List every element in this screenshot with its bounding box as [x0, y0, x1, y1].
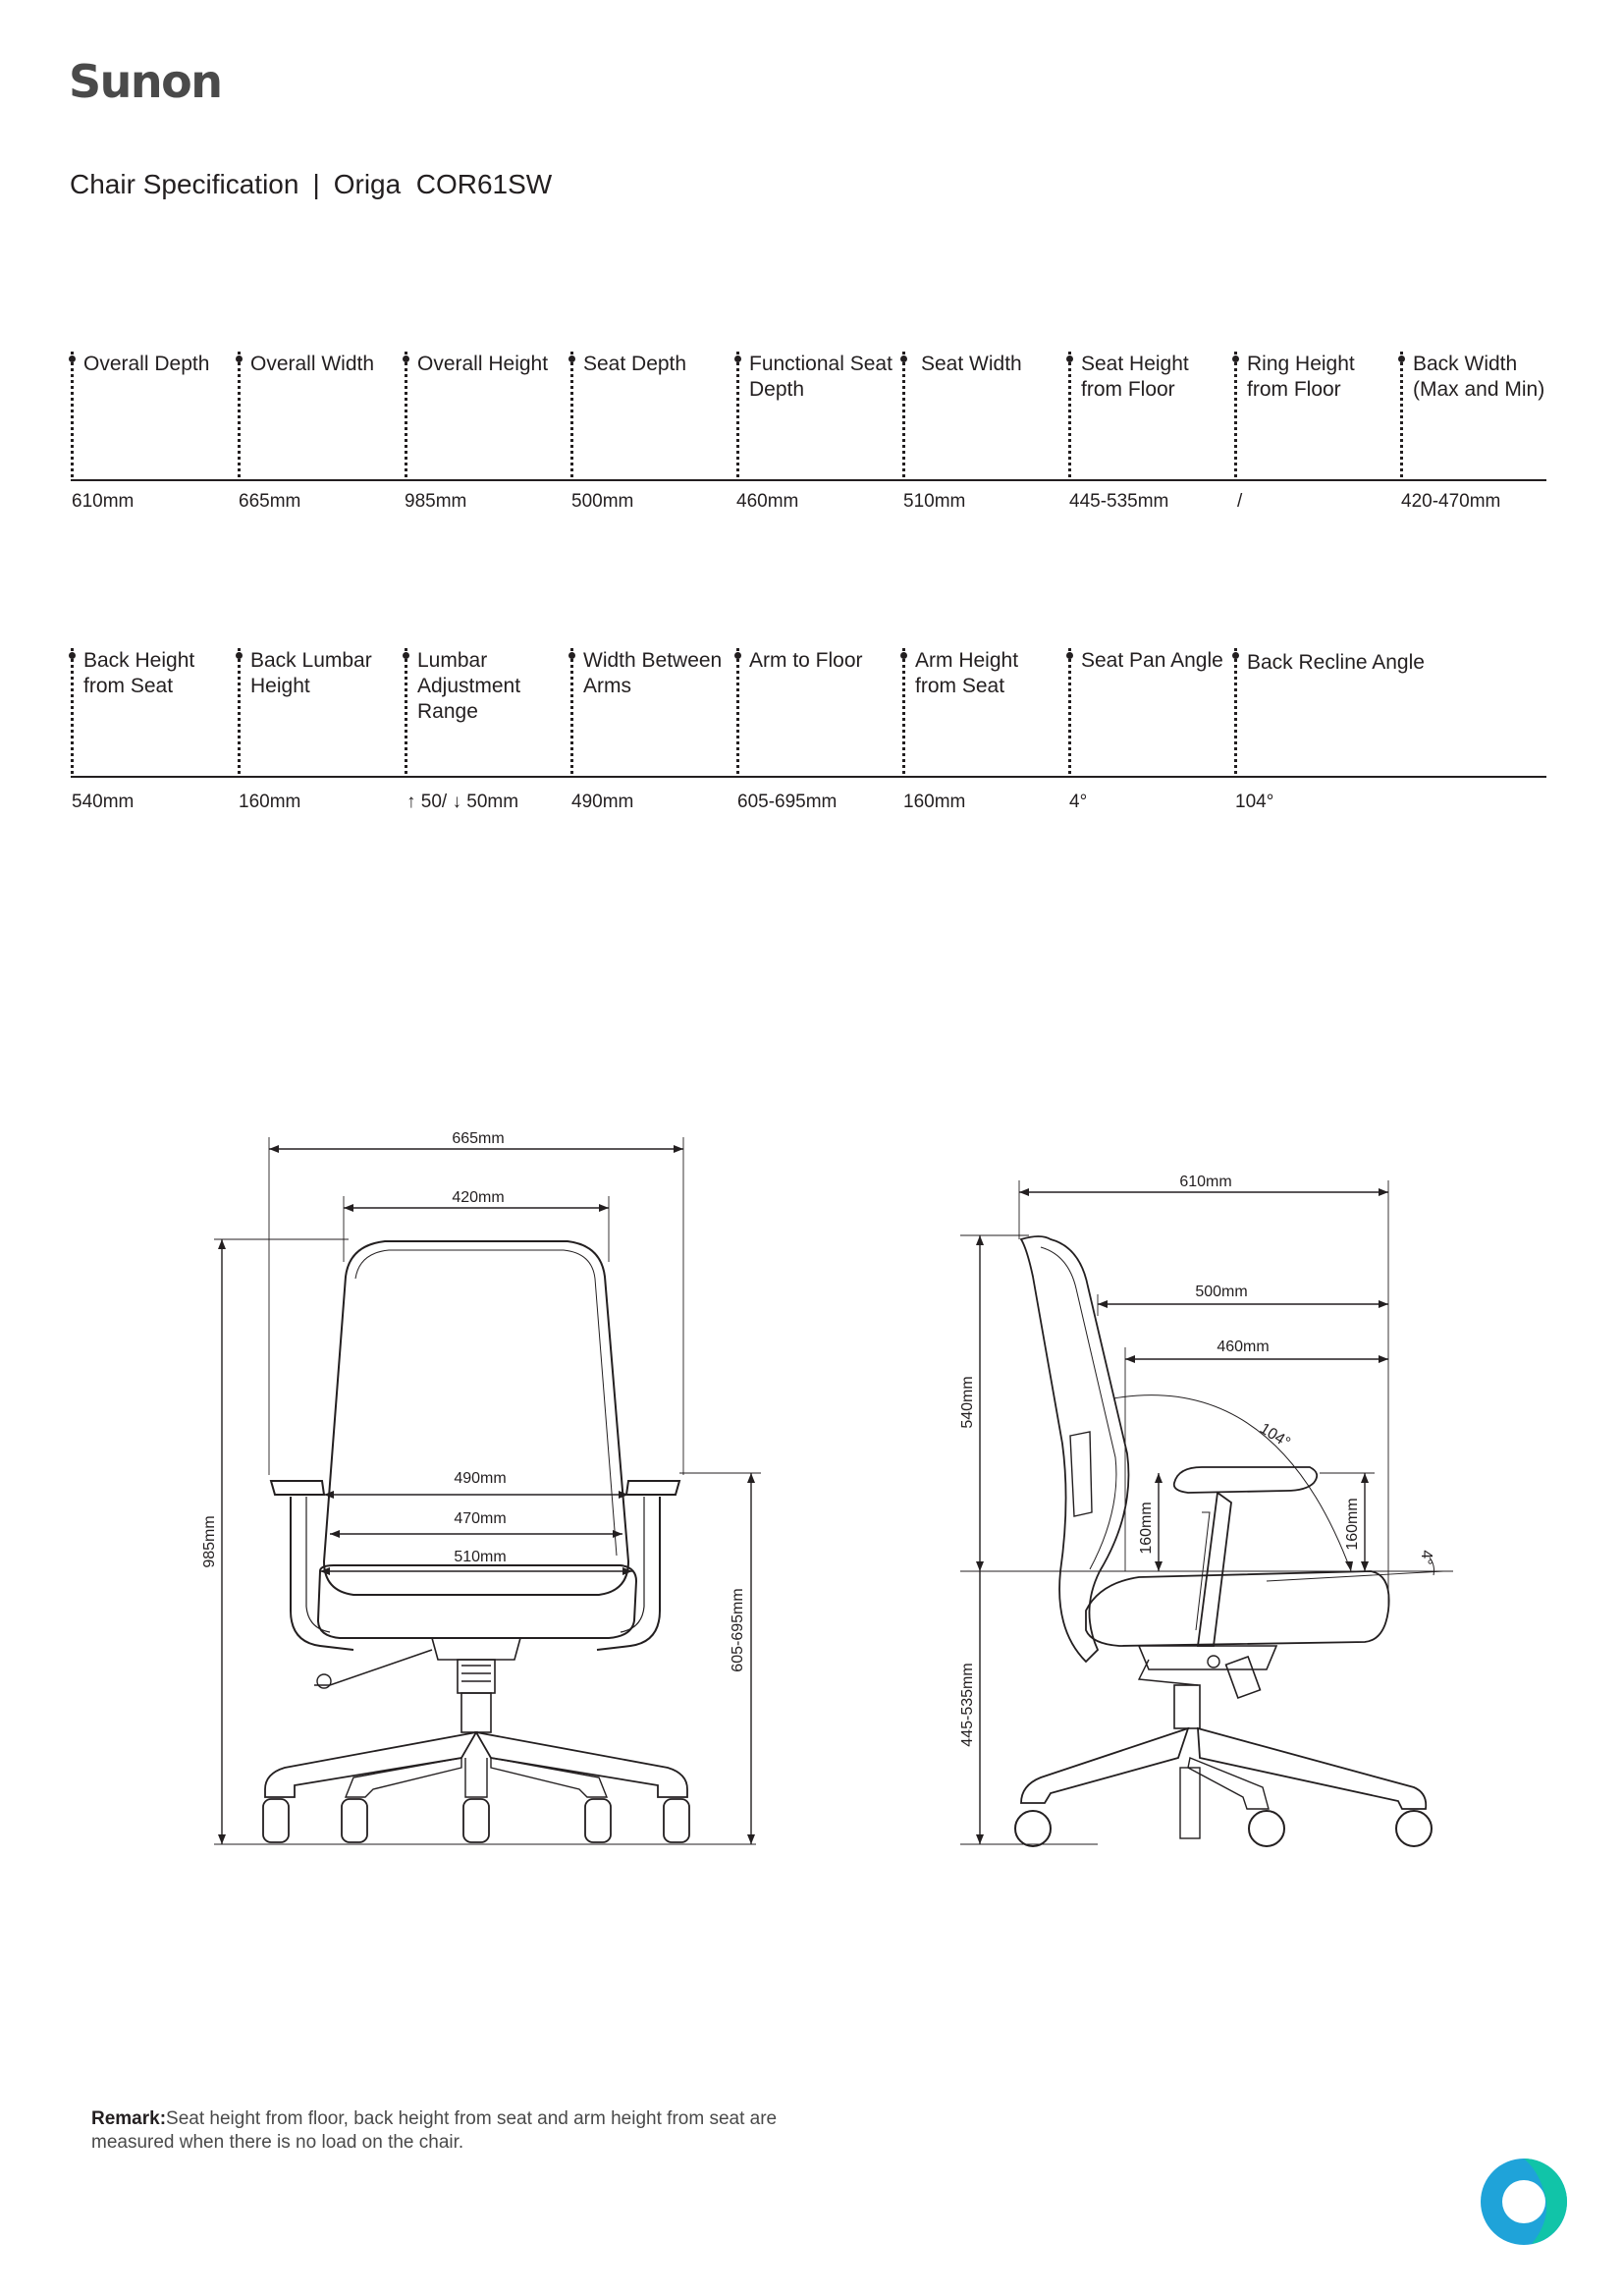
title-separator: |	[312, 169, 320, 199]
spec-value: 605-695mm	[737, 792, 838, 812]
spec-value: 420-470mm	[1401, 491, 1501, 512]
title-left: Chair Specification	[70, 169, 299, 199]
spec-value: 985mm	[405, 491, 467, 512]
dim-arm-to-floor: 605-695mm	[730, 1588, 746, 1671]
side-view-chair	[960, 1180, 1453, 1847]
spec-value: 460mm	[736, 491, 799, 512]
spec-value-row: 540mm 160mm ↑ 50/ ↓ 50mm 490mm 605-695mm…	[71, 778, 1546, 817]
dim-seat-pan-angle: 4°	[1418, 1550, 1434, 1564]
spec-label: Overall Depth	[69, 352, 230, 477]
remark-note: Remark:Seat height from floor, back heig…	[91, 2107, 838, 2155]
brand-mark-icon	[1481, 2159, 1567, 2245]
spec-label: Overall Height	[403, 352, 564, 477]
spec-value: /	[1237, 491, 1243, 512]
dim-back-width: 420mm	[452, 1189, 504, 1206]
spec-label: Functional Seat Depth	[734, 352, 895, 477]
remark-label: Remark:	[91, 2108, 167, 2129]
dim-back-height: 540mm	[959, 1376, 976, 1428]
spec-value: 665mm	[239, 491, 301, 512]
dim-seat-width: 510mm	[454, 1549, 506, 1565]
spec-label: Overall Width	[236, 352, 397, 477]
spec-value: 500mm	[571, 491, 634, 512]
spec-table-2: Back Height from Seat Back Lumbar Height…	[69, 648, 1546, 817]
remark-text: Seat height from floor, back height from…	[91, 2108, 778, 2153]
dim-seat-height: 445-535mm	[959, 1663, 976, 1746]
dim-inner-width: 470mm	[454, 1510, 506, 1527]
dim-functional-seat-depth: 460mm	[1217, 1339, 1269, 1355]
brand-logo: Sunon	[69, 55, 223, 108]
spec-label: Seat Width	[900, 352, 1061, 477]
spec-label: Back Recline Angle	[1232, 648, 1470, 774]
dim-overall-width: 665mm	[452, 1130, 504, 1147]
spec-value: 490mm	[571, 792, 634, 812]
dim-lumbar-height: 160mm	[1138, 1502, 1155, 1554]
dim-recline-angle: 104°	[1257, 1420, 1293, 1451]
spec-value-row: 610mm 665mm 985mm 500mm 460mm 510mm 445-…	[71, 481, 1546, 520]
spec-value: 4°	[1069, 792, 1088, 812]
spec-label: Arm to Floor	[734, 648, 895, 774]
spec-label: Arm Height from Seat	[900, 648, 1061, 774]
spec-label: Back Lumbar Height	[236, 648, 397, 774]
dim-arm-height: 160mm	[1344, 1498, 1361, 1550]
spec-label: Ring Height from Floor	[1232, 352, 1393, 477]
title-model: Origa COR61SW	[333, 169, 553, 199]
spec-value: 445-535mm	[1069, 491, 1169, 512]
spec-header-row: Back Height from Seat Back Lumbar Height…	[69, 648, 1546, 778]
spec-header-row: Overall Depth Overall Width Overall Heig…	[69, 352, 1547, 481]
spec-label: Width Between Arms	[568, 648, 730, 774]
spec-value: ↑ 50/ ↓ 50mm	[406, 792, 519, 812]
spec-label: Seat Depth	[568, 352, 730, 477]
spec-label: Back Width (Max and Min)	[1398, 352, 1547, 477]
spec-value: 510mm	[903, 491, 966, 512]
dim-overall-depth: 610mm	[1179, 1174, 1231, 1190]
front-view-chair	[214, 1137, 761, 1845]
spec-value: 610mm	[72, 491, 135, 512]
spec-value: 104°	[1235, 792, 1274, 812]
dim-seat-depth: 500mm	[1195, 1284, 1247, 1300]
spec-value: 540mm	[72, 792, 135, 812]
dim-width-between-arms: 490mm	[454, 1470, 506, 1487]
spec-label: Seat Pan Angle	[1066, 648, 1227, 774]
spec-label: Seat Height from Floor	[1066, 352, 1227, 477]
spec-label: Lumbar Adjustment Range	[403, 648, 564, 774]
dim-overall-height: 985mm	[201, 1515, 218, 1567]
spec-label: Back Height from Seat	[69, 648, 230, 774]
spec-value: 160mm	[239, 792, 301, 812]
page-title: Chair Specification | Origa COR61SW	[70, 169, 552, 200]
spec-table-1: Overall Depth Overall Width Overall Heig…	[69, 352, 1547, 520]
spec-value: 160mm	[903, 792, 966, 812]
